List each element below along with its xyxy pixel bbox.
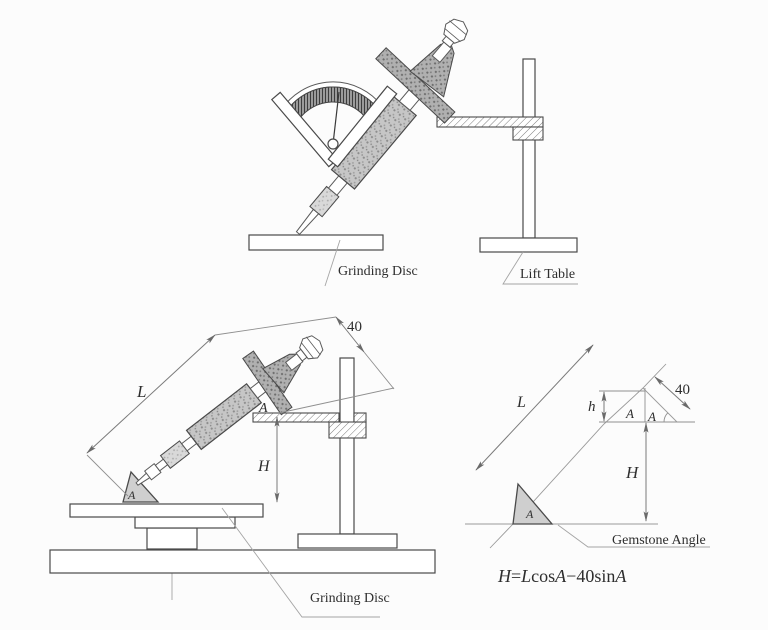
grinding-disc-top [248,234,384,251]
leader-grinding-disc-bottom [221,507,380,618]
protractor-needle [332,91,340,145]
formula-part: sin [594,566,615,586]
figure-machine-dimensioned: L 40 A H A Grinding Disc [49,316,436,618]
formula-part: L [520,566,531,586]
dim-line-40 [654,376,691,410]
handpiece-axis-line [489,363,667,549]
length-L-label: L [136,382,146,401]
formula-part: cos [531,566,555,586]
formula-part: H [497,566,512,586]
leader-lift-table [502,251,578,285]
gemstone-angle-label: Gemstone Angle [612,533,706,548]
figure-geometric-schematic: L h A A 40 H A Gemstone Angle H=LcosA−40… [465,344,710,586]
protractor-left-leg [270,91,339,168]
drop-h-label: h [588,399,596,415]
yoke-cross-arm [375,47,456,124]
lift-table-machine [252,357,398,549]
ext-line-L-top [214,316,337,336]
disc-pedestal [146,527,198,550]
faceting-handpiece-machine [135,335,324,486]
dim-line-40 [335,316,365,353]
stone-angle-A-label: A [127,488,136,502]
stone-angle-A-label: A [525,507,534,521]
protractor-right-leg [327,85,398,168]
angle-arc [663,412,669,423]
faceting-handpiece-top [295,18,469,235]
offset-40-label: 40 [347,319,362,335]
dop-knob [443,18,469,44]
length-L-label: L [516,394,526,411]
arm-clamp [512,126,544,141]
yoke-cross-arm [242,350,293,416]
height-H-label: H [257,458,271,475]
grinding-disc-bottom-label: Grinding Disc [310,591,390,606]
grinding-disc-bottom [69,503,264,518]
lift-table-label: Lift Table [520,267,575,282]
angle-A-left-label: A [625,406,634,421]
arm-rest-bar [252,412,340,423]
dim-line-L [475,344,594,471]
formula-part: −40 [566,566,594,586]
angle-A-right-label: A [647,409,656,424]
offset-40-label: 40 [675,382,690,398]
protractor-gauge [270,81,398,168]
dop-knob [299,335,324,360]
figure-top-elevation: Grinding Disc Lift Table [248,18,578,287]
rest-angle-A-label: A [258,401,268,416]
leader-gemstone-angle [557,524,710,548]
machine-base-plate [49,549,436,574]
formula-part: A [614,566,627,586]
gemstone-triangle [122,470,160,503]
formula-part: = [511,566,521,586]
formula: H=LcosA−40sinA [497,566,627,586]
gemstone-triangle [512,482,554,525]
leader-grinding-disc-top [324,239,341,287]
arm-rest-bar [436,116,544,128]
height-H-label: H [625,463,640,482]
dim-line-L [86,334,216,454]
lift-table-top [436,58,578,253]
grinding-disc-top-label: Grinding Disc [338,264,418,279]
ext-line-40 [278,387,395,414]
arm-clamp [328,421,367,439]
handpiece-barrel [185,382,263,451]
disc-hub [134,516,236,529]
formula-part: A [554,566,567,586]
protractor-pivot [327,138,339,150]
ext-line-L-bottom [86,454,129,497]
